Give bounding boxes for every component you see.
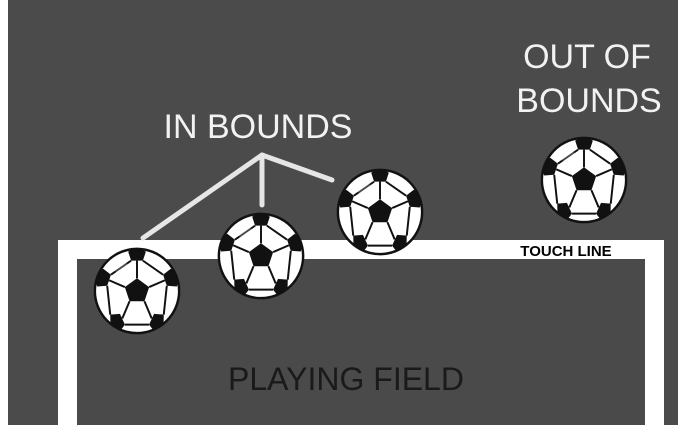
out-of-bounds-label-line2: BOUNDS	[516, 82, 661, 120]
in-bounds-pointer-lines	[140, 152, 335, 241]
in-bounds-label: IN BOUNDS	[164, 108, 353, 146]
touch-line-label: TOUCH LINE	[520, 243, 611, 260]
playing-field-label: PLAYING FIELD	[228, 361, 464, 397]
out-of-bounds-label-line1: OUT OF	[523, 38, 651, 76]
